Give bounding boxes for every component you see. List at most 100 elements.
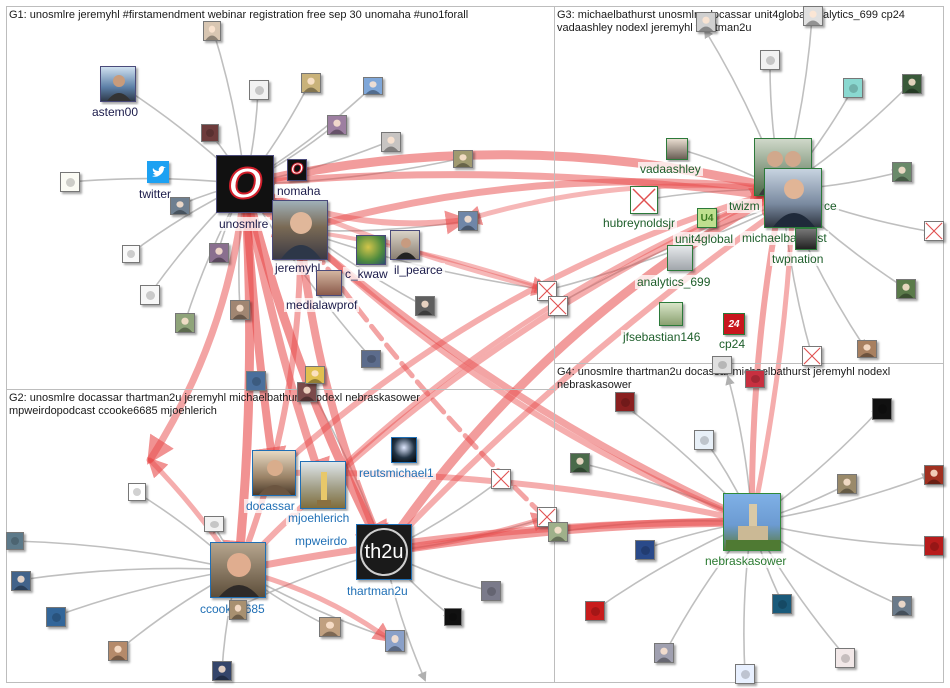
account-logo-icon[interactable] (735, 664, 755, 684)
account-logo-icon[interactable] (843, 78, 863, 98)
ccooke6685-avatar[interactable] (210, 542, 266, 598)
user-avatar-icon[interactable] (319, 617, 341, 637)
user-avatar-icon[interactable] (175, 313, 195, 333)
account-logo-icon[interactable] (444, 608, 462, 626)
mjoehlerich-avatar[interactable] (300, 461, 346, 509)
user-avatar-icon[interactable] (548, 522, 568, 542)
twitter-avatar[interactable] (147, 161, 169, 183)
account-logo-icon[interactable] (201, 124, 219, 142)
user-avatar-icon[interactable] (203, 21, 221, 41)
c_kwaw-label: c_kwaw (343, 267, 390, 281)
il_pearce-avatar[interactable] (390, 230, 420, 260)
account-logo-icon[interactable] (615, 392, 635, 412)
user-avatar-icon[interactable] (902, 74, 922, 94)
lighthouse-icon (303, 464, 343, 506)
user-avatar-icon[interactable] (11, 571, 31, 591)
account-logo-icon[interactable] (122, 245, 140, 263)
user-avatar-icon[interactable] (837, 474, 857, 494)
account-logo-icon[interactable] (872, 398, 892, 420)
user-avatar-icon[interactable] (654, 643, 674, 663)
edge-red (296, 173, 788, 234)
unit4-logo-icon: U4 (700, 211, 714, 225)
broken-image-icon[interactable] (491, 469, 511, 489)
nebraskasower-label: nebraskasower (703, 554, 789, 568)
user-avatar-icon[interactable] (415, 296, 435, 316)
c_kwaw-avatar[interactable] (356, 235, 386, 265)
account-logo-icon[interactable] (246, 371, 266, 391)
twitter-bird-icon (150, 164, 166, 180)
il_pearce-label: il_pearce (392, 263, 445, 277)
user-avatar-icon[interactable] (696, 12, 716, 32)
account-logo-icon[interactable] (712, 356, 732, 374)
user-avatar-icon[interactable] (229, 600, 247, 620)
nomaha-avatar[interactable]: O (287, 159, 307, 181)
user-avatar-icon[interactable] (892, 596, 912, 616)
cp24-avatar[interactable]: 24 (723, 313, 745, 335)
user-avatar-icon[interactable] (230, 300, 250, 320)
account-logo-icon[interactable] (745, 370, 765, 388)
astem00-avatar[interactable] (100, 66, 136, 102)
twpnation-label: twpnation (770, 252, 826, 266)
account-logo-icon[interactable] (835, 648, 855, 668)
account-logo-icon[interactable] (481, 581, 501, 601)
thartman2u-avatar[interactable]: th2u (356, 524, 412, 580)
astem00-label: astem00 (90, 105, 141, 119)
account-logo-icon[interactable] (635, 540, 655, 560)
user-avatar-icon[interactable] (896, 279, 916, 299)
user-avatar-icon[interactable] (305, 366, 325, 384)
account-logo-icon[interactable] (6, 532, 24, 550)
user-avatar-icon[interactable] (570, 453, 590, 473)
uno-logo-mark: O (227, 158, 263, 209)
user-avatar-icon[interactable] (924, 465, 944, 485)
michaelbathurst-avatar[interactable] (764, 168, 822, 228)
user-avatar-icon[interactable] (385, 630, 405, 652)
account-logo-icon[interactable] (249, 80, 269, 100)
user-avatar-icon[interactable] (301, 73, 321, 93)
broken-image-icon[interactable] (924, 221, 944, 241)
account-logo-icon[interactable] (772, 594, 792, 614)
reutsmichael1-avatar[interactable] (391, 437, 417, 463)
account-logo-icon[interactable] (924, 536, 944, 556)
broken-image-icon (632, 188, 656, 212)
jfsebastian146-avatar[interactable] (659, 302, 683, 326)
vadaashley-avatar[interactable] (666, 138, 688, 160)
twizm-label: twizm (727, 199, 762, 213)
broken-image-icon[interactable] (548, 296, 568, 316)
user-avatar-icon[interactable] (453, 150, 473, 168)
jeremyhl-avatar[interactable] (272, 200, 328, 260)
account-logo-icon[interactable] (128, 483, 146, 501)
hubreynoldsjr-avatar[interactable] (630, 186, 658, 214)
twpnation-avatar[interactable] (795, 228, 817, 250)
account-logo-icon[interactable] (60, 172, 80, 192)
account-logo-icon[interactable] (46, 607, 66, 627)
unosmlre-avatar[interactable]: O (216, 155, 274, 213)
broken-image-icon[interactable] (802, 346, 822, 366)
account-logo-icon[interactable] (694, 430, 714, 450)
user-avatar-icon[interactable] (892, 162, 912, 182)
account-logo-icon[interactable] (585, 601, 605, 621)
nebraskasower-avatar[interactable] (723, 493, 781, 551)
unit4global-avatar[interactable]: U4 (697, 208, 717, 228)
user-avatar-icon[interactable] (327, 115, 347, 135)
analytics_699-avatar[interactable] (667, 245, 693, 271)
user-avatar-icon[interactable] (857, 340, 877, 358)
unosmlre-label: unosmlre (217, 217, 271, 231)
account-logo-icon[interactable] (140, 285, 160, 305)
docassar-avatar[interactable] (252, 450, 296, 496)
user-avatar-icon[interactable] (381, 132, 401, 152)
user-avatar-icon[interactable] (170, 197, 190, 215)
account-logo-icon[interactable] (760, 50, 780, 70)
user-avatar-icon[interactable] (212, 661, 232, 681)
user-avatar-icon[interactable] (458, 211, 478, 231)
jeremyhl-label: jeremyhl (273, 261, 323, 275)
user-avatar-icon[interactable] (209, 243, 229, 263)
user-avatar-icon[interactable] (108, 641, 128, 661)
medialawprof-avatar[interactable] (316, 270, 342, 296)
mpweirdo-label: mpweirdo (293, 534, 350, 548)
user-avatar-icon[interactable] (803, 6, 823, 26)
account-logo-icon[interactable] (361, 350, 381, 368)
user-avatar-icon[interactable] (363, 77, 383, 95)
account-logo-icon[interactable] (204, 516, 224, 532)
portrait-icon (275, 203, 325, 259)
panel-title-g1: G1: unosmlre jeremyhl #firstamendment we… (9, 9, 469, 21)
